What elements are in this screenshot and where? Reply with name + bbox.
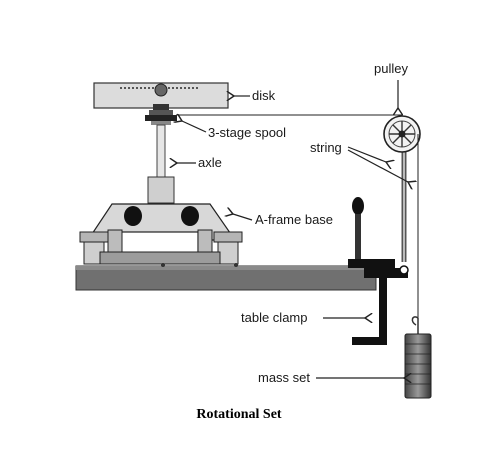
label-table-clamp: table clamp — [241, 310, 307, 325]
three-stage-spool — [145, 104, 177, 125]
a-frame-base — [79, 176, 243, 267]
label-string: string — [310, 140, 342, 155]
string-arrow-rod — [347, 149, 408, 182]
axle — [156, 124, 166, 178]
spool-arrow — [182, 121, 207, 133]
table-clamp — [352, 265, 409, 345]
label-disk: disk — [252, 88, 276, 103]
string — [176, 114, 419, 318]
table — [75, 265, 377, 291]
label-pulley: pulley — [374, 61, 408, 76]
label-a-frame: A-frame base — [255, 212, 333, 227]
leader-lines — [177, 80, 408, 378]
string-arrow-pulley — [347, 146, 386, 162]
label-axle: axle — [198, 155, 222, 170]
caption: Rotational Set — [196, 407, 282, 422]
label-spool: 3-stage spool — [208, 125, 286, 140]
disk — [93, 82, 229, 109]
a-frame-arrow — [233, 214, 253, 221]
clamp-post — [348, 197, 395, 268]
pulley-wheel — [383, 115, 421, 153]
label-mass-set: mass set — [258, 370, 310, 385]
mass-set — [404, 316, 432, 399]
